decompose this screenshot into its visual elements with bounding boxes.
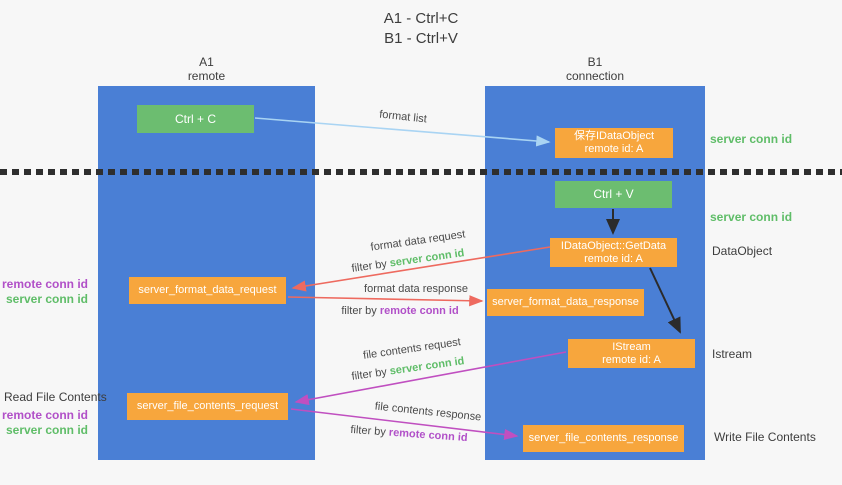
node-server-file-contents-response: server_file_contents_response: [523, 425, 684, 452]
arrow-label-format-list: format list: [378, 108, 428, 126]
column-a1-role: remote: [187, 69, 226, 83]
node-ctrl-v-label: Ctrl + V: [593, 187, 634, 201]
side-label-write-file-contents: Write File Contents: [714, 430, 816, 444]
arrow-label-file-contents-response: file contents response: [374, 400, 482, 424]
node-server-format-data-response: server_format_data_response: [487, 289, 644, 316]
column-header-b1: B1 connection: [485, 55, 705, 83]
side-label-remote-conn-id-1: remote conn id: [1, 277, 88, 291]
filter-by-prefix: filter by: [350, 423, 390, 439]
node-getdata-line1: IDataObject::GetData: [560, 239, 667, 252]
column-a1-name: A1: [199, 55, 214, 69]
node-format-request-label: server_format_data_request: [138, 284, 277, 296]
node-istream-line1: IStream: [612, 340, 651, 353]
column-b1-role: connection: [565, 69, 625, 83]
side-label-remote-conn-id-2: remote conn id: [1, 408, 88, 422]
side-label-group-conn-ids-2: remote conn id server conn id: [0, 408, 88, 438]
column-b1-name: B1: [587, 55, 603, 69]
remote-conn-id-value: remote conn id: [379, 305, 459, 317]
node-file-request-label: server_file_contents_request: [136, 400, 279, 412]
side-label-read-file-contents: Read File Contents: [4, 390, 107, 404]
arrow-label-filter-by-server-conn-id-1: filter by server conn id: [351, 247, 465, 275]
node-ctrl-c: Ctrl + C: [137, 105, 254, 133]
node-save-idataobject-line1: 保存IDataObject: [573, 130, 655, 142]
arrow-label-filter-by-remote-conn-id-2: filter by remote conn id: [350, 424, 468, 444]
side-label-server-conn-id-1: server conn id: [5, 292, 88, 306]
node-istream: IStream remote id: A: [568, 339, 695, 368]
node-format-response-label: server_format_data_response: [492, 296, 639, 308]
remote-conn-id-value: remote conn id: [388, 426, 468, 445]
node-getdata-line2: remote id: A: [584, 252, 643, 265]
node-save-idataobject: 保存IDataObject remote id: A: [555, 128, 673, 158]
node-ctrl-v: Ctrl + V: [555, 181, 672, 208]
node-idataobject-getdata: IDataObject::GetData remote id: A: [550, 238, 677, 267]
filter-by-prefix: filter by: [341, 305, 380, 317]
format-data-response-arrow: [287, 295, 484, 307]
arrow-label-format-data-response: format data response: [364, 283, 468, 295]
diagram-title: A1 - Ctrl+C B1 - Ctrl+V: [0, 9, 842, 49]
title-line-1: A1 - Ctrl+C: [383, 10, 459, 27]
server-conn-id-value: server conn id: [388, 247, 466, 270]
side-label-server-conn-id-top: server conn id: [710, 132, 793, 146]
node-file-response-label: server_file_contents_response: [528, 432, 679, 444]
server-conn-id-value: server conn id: [388, 355, 466, 378]
title-line-2: B1 - Ctrl+V: [384, 30, 458, 47]
side-label-server-conn-id-2: server conn id: [5, 423, 88, 437]
node-ctrl-c-label: Ctrl + C: [174, 111, 216, 126]
filter-by-prefix: filter by: [350, 257, 391, 275]
node-istream-line2: remote id: A: [602, 353, 661, 366]
node-server-format-data-request: server_format_data_request: [129, 277, 286, 304]
arrow-label-filter-by-remote-conn-id-1: filter by remote conn id: [341, 305, 458, 317]
side-label-server-conn-id-mid: server conn id: [710, 210, 793, 224]
side-label-group-conn-ids-1: remote conn id server conn id: [0, 277, 88, 307]
node-save-idataobject-line2: remote id: A: [584, 143, 644, 155]
side-label-dataobject: DataObject: [712, 244, 773, 258]
column-header-a1: A1 remote: [98, 55, 315, 83]
node-server-file-contents-request: server_file_contents_request: [127, 393, 288, 420]
filter-by-prefix: filter by: [350, 365, 391, 383]
side-label-istream: Istream: [712, 347, 753, 361]
